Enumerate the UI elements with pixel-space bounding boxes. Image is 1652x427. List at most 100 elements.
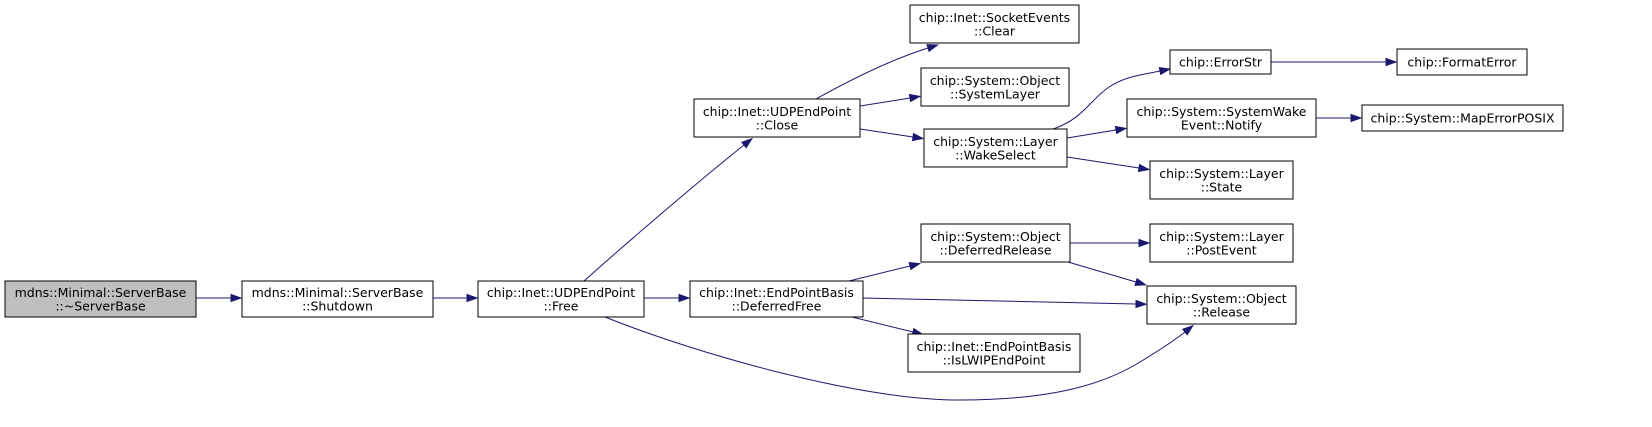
node-label-line: ::DeferredRelease [939, 242, 1051, 257]
node-layer-wakeselect[interactable]: chip::System::Layer::WakeSelect [923, 128, 1068, 168]
node-label-line: chip::Inet::EndPointBasis [699, 285, 854, 300]
edge-shutdown-to-udp_free [433, 293, 479, 303]
node-label-line: ::SystemLayer [950, 86, 1041, 101]
node-box [1169, 49, 1272, 75]
node-label-line: chip::System::Layer [933, 134, 1058, 149]
edge-layer_wakeselect-to-layer_state [1066, 156, 1151, 173]
edge-udp_close-to-socketevents_clear [815, 44, 939, 100]
node-box [1149, 223, 1294, 263]
node-box [241, 280, 434, 318]
edge-epb_deferredfree-to-object_deferredrelease [848, 262, 922, 282]
node-formaterror[interactable]: chip::FormatError [1396, 48, 1528, 76]
node-epb-deferredfree[interactable]: chip::Inet::EndPointBasis::DeferredFree [689, 280, 864, 318]
arrowhead-icon [1137, 163, 1151, 173]
node-object-systemlayer[interactable]: chip::System::Object::SystemLayer [920, 67, 1070, 107]
edge-line [859, 97, 911, 107]
node-label-line: ::IsLWIPEndPoint [943, 352, 1046, 367]
node-socketevents-clear[interactable]: chip::Inet::SocketEvents::Clear [909, 4, 1080, 44]
node-object-release[interactable]: chip::System::Object::Release [1146, 285, 1297, 325]
node-label-line: chip::System::Layer [1159, 166, 1284, 181]
node-udp-free[interactable]: chip::Inet::UDPEndPoint::Free [477, 280, 645, 318]
edge-line [1066, 129, 1117, 139]
node-label-line: ::DeferredFree [732, 298, 822, 313]
node-box [1126, 98, 1317, 138]
edge-line [1066, 156, 1140, 169]
node-label-line: chip::System::Object [930, 73, 1060, 88]
arrowhead-icon [1138, 238, 1151, 248]
node-label-line: Event::Notify [1181, 117, 1263, 132]
node-layer-postevent[interactable]: chip::System::Layer::PostEvent [1149, 223, 1294, 263]
node-box [1149, 160, 1294, 200]
node-label-line: ::~ServerBase [55, 298, 146, 313]
arrowhead-icon [466, 293, 479, 303]
edge-object_deferredrelease-to-object_release [1067, 261, 1148, 286]
arrowhead-icon [678, 293, 691, 303]
arrowhead-icon [908, 262, 922, 271]
node-label-line: ::Close [756, 117, 799, 132]
arrowhead-icon [1385, 57, 1398, 67]
edge-line [1052, 70, 1161, 130]
node-box [689, 280, 864, 318]
node-label-line: ::Release [1193, 304, 1251, 319]
node-label-line: chip::Inet::UDPEndPoint [487, 285, 635, 300]
node-box [907, 333, 1081, 373]
arrowhead-icon [1134, 277, 1148, 286]
node-box [923, 128, 1068, 168]
edge-line [583, 144, 745, 282]
node-serverbase-dtor: mdns::Minimal::ServerBase::~ServerBase [4, 280, 197, 318]
node-label-line: chip::System::Object [930, 229, 1060, 244]
node-udp-close[interactable]: chip::Inet::UDPEndPoint::Close [693, 98, 861, 138]
node-errorstr[interactable]: chip::ErrorStr [1169, 49, 1272, 75]
arrowhead-icon [1350, 113, 1363, 123]
node-label-line: ::State [1201, 179, 1243, 194]
edge-line [848, 265, 911, 282]
node-label-line: ::Shutdown [302, 298, 373, 313]
edge-systemwake_notify-to-maperrorposix [1316, 113, 1363, 123]
arrowhead-icon [1158, 66, 1172, 76]
node-layer-state[interactable]: chip::System::Layer::State [1149, 160, 1294, 200]
node-box [693, 98, 861, 138]
node-label-line: chip::System::Layer [1159, 229, 1284, 244]
node-box [920, 67, 1070, 107]
arrowhead-icon [740, 137, 754, 149]
edge-layer_wakeselect-to-systemwake_notify [1066, 125, 1128, 139]
arrowhead-icon [1135, 299, 1148, 309]
edge-epb_deferredfree-to-epb_islwip [851, 316, 925, 336]
arrowhead-icon [1114, 125, 1128, 135]
node-box [1361, 104, 1564, 132]
node-label-line: chip::Inet::EndPointBasis [917, 339, 1072, 354]
node-object-deferredrelease[interactable]: chip::System::Object::DeferredRelease [920, 223, 1071, 263]
node-box [909, 4, 1080, 44]
edge-line [859, 128, 914, 138]
node-label-line: chip::ErrorStr [1179, 55, 1263, 70]
edge-udp_free-to-udp_close [583, 137, 754, 282]
edge-epb_deferredfree-to-object_release [862, 297, 1148, 309]
edge-line [815, 47, 929, 100]
node-maperrorposix[interactable]: chip::System::MapErrorPOSIX [1361, 104, 1564, 132]
node-label-line: mdns::Minimal::ServerBase [15, 285, 187, 300]
node-epb-islwip[interactable]: chip::Inet::EndPointBasis::IsLWIPEndPoin… [907, 333, 1081, 373]
edge-object_deferredrelease-to-layer_postevent [1070, 238, 1151, 248]
edge-line [851, 316, 914, 333]
node-shutdown[interactable]: mdns::Minimal::ServerBase::Shutdown [241, 280, 434, 318]
edge-errorstr-to-formaterror [1271, 57, 1398, 67]
edge-udp_close-to-object_systemlayer [859, 93, 922, 107]
edges-layer [196, 44, 1398, 401]
node-label-line: chip::System::MapErrorPOSIX [1370, 111, 1555, 126]
node-label-line: chip::Inet::SocketEvents [919, 10, 1070, 25]
node-label-line: chip::System::SystemWake [1137, 104, 1307, 119]
node-box [4, 280, 197, 318]
arrowhead-icon [926, 44, 939, 53]
arrowhead-icon [1181, 324, 1194, 336]
node-box [1146, 285, 1297, 325]
node-box [477, 280, 645, 318]
arrowhead-icon [230, 293, 243, 303]
edge-udp_close-to-layer_wakeselect [859, 128, 925, 142]
nodes-layer: mdns::Minimal::ServerBase::~ServerBasemd… [4, 4, 1564, 373]
edge-line [604, 316, 1186, 401]
node-label-line: chip::System::Object [1156, 291, 1286, 306]
edge-serverbase_dtor-to-shutdown [196, 293, 243, 303]
edge-udp_free-to-object_release [604, 316, 1194, 401]
